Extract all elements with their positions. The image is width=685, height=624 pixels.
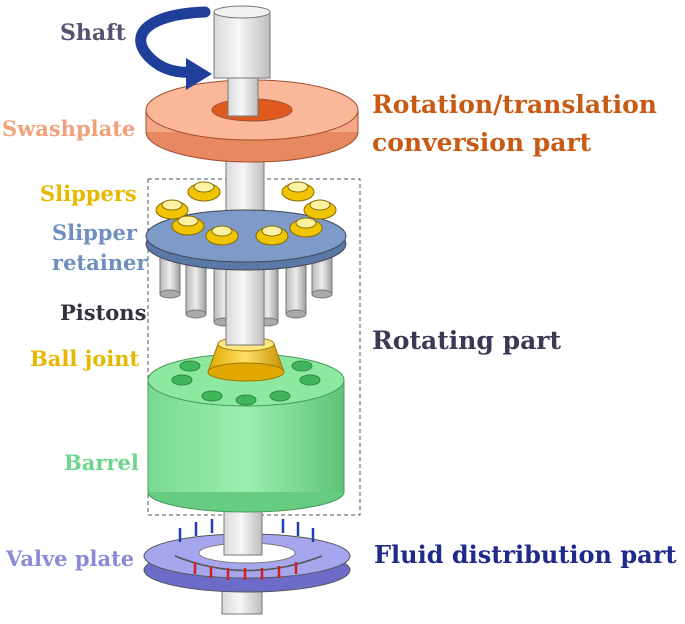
slippers <box>155 181 337 246</box>
label-swashplate: Swashplate <box>2 116 136 141</box>
barrel <box>147 353 345 513</box>
group-conversion-line2: conversion part <box>372 128 592 157</box>
group-rotating: Rotating part <box>372 326 562 355</box>
label-pistons: Pistons <box>60 300 147 325</box>
label-shaft: Shaft <box>60 20 126 46</box>
shaft <box>213 5 271 117</box>
label-slipper-retainer-line1: Slipper <box>52 220 137 245</box>
rotation-arrow-icon <box>135 6 212 90</box>
label-slipper-retainer-line2: retainer <box>52 250 148 275</box>
group-conversion-line1: Rotation/translation <box>372 90 657 119</box>
shaft-middle <box>223 504 263 556</box>
label-barrel: Barrel <box>64 450 139 475</box>
label-ball-joint: Ball joint <box>30 346 140 371</box>
group-fluid-distribution: Fluid distribution part <box>374 540 677 569</box>
label-slippers: Slippers <box>40 181 137 206</box>
label-valve-plate: Valve plate <box>6 546 135 571</box>
